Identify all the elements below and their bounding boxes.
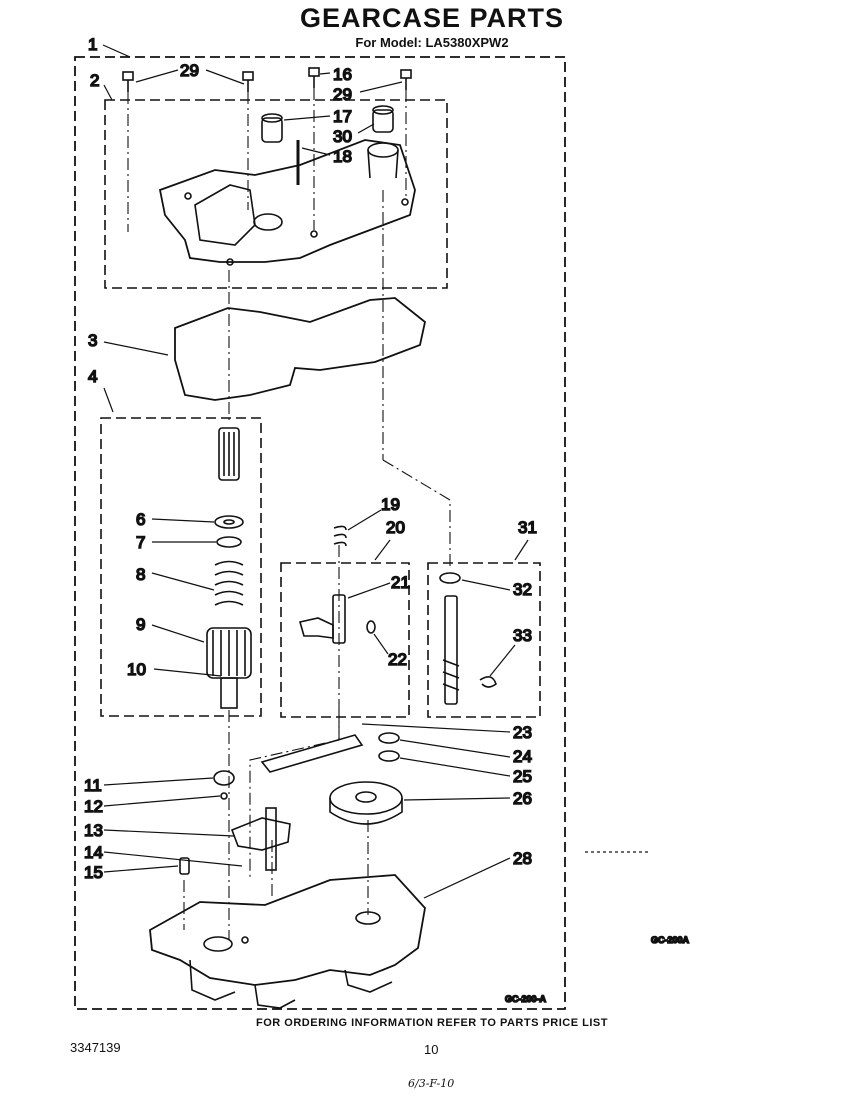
gearcase-base-part (149, 874, 426, 1009)
shifter-parts (298, 525, 376, 644)
callout-label: 15 (84, 863, 103, 882)
gearcase-cover-part (158, 139, 416, 266)
part-number: 3347139 (70, 1040, 121, 1055)
screw-parts (122, 67, 412, 92)
bushing-parts (261, 105, 394, 185)
alignment-lines (127, 88, 451, 940)
callout-label: 19 (381, 495, 400, 514)
model-subtitle: For Model: LA5380XPW2 (355, 35, 509, 50)
callout-label: 4 (88, 367, 97, 386)
pinion-assembly-box-31 (427, 562, 541, 718)
callout-label: 26 (513, 789, 532, 808)
callout-label: 9 (136, 615, 145, 634)
ordering-note: FOR ORDERING INFORMATION REFER TO PARTS … (256, 1017, 608, 1029)
callout-label: 13 (84, 821, 103, 840)
callout-label: 29 (333, 85, 352, 104)
callout-label: 14 (84, 843, 103, 862)
callout-label: 21 (391, 573, 410, 592)
callout-label: 30 (333, 127, 352, 146)
page-title: GEARCASE PARTS (299, 3, 565, 33)
callout-label: 24 (513, 747, 532, 766)
pinion-parts (439, 572, 497, 705)
callout-label: 31 (518, 518, 537, 537)
callout-label: 29 (180, 61, 199, 80)
gasket-part (174, 297, 426, 401)
callout-label: 10 (127, 660, 146, 679)
callout-label: 20 (386, 518, 405, 537)
callout-label: 3 (88, 331, 97, 350)
callout-label: 22 (388, 650, 407, 669)
callout-label: 28 (513, 849, 532, 868)
callout-label: 1 (88, 35, 97, 54)
cover-assembly-box-2 (104, 99, 448, 289)
callout-label: 6 (136, 510, 145, 529)
callout-label: 12 (84, 797, 103, 816)
assembly-frame-1 (74, 56, 566, 1010)
side-code-label: GC-200A (651, 935, 690, 945)
callout-label: 11 (84, 776, 102, 795)
callout-label: 23 (513, 723, 532, 742)
callout-label: 32 (513, 580, 532, 599)
callout-label: 33 (513, 626, 532, 645)
callout-label: 7 (136, 533, 145, 552)
shifter-assembly-box-20 (280, 562, 410, 718)
callout-label: 16 (333, 65, 352, 84)
callout-label: 25 (513, 767, 532, 786)
frame-code-label: GC-200-A (505, 994, 547, 1004)
callout-label: 17 (333, 107, 352, 126)
callout-label: 8 (136, 565, 145, 584)
callout-label: 2 (90, 71, 99, 90)
page-number: 10 (424, 1042, 439, 1057)
leader-lines (102, 44, 650, 899)
shaft-assembly-box-4 (100, 417, 262, 717)
callout-label: 18 (333, 147, 352, 166)
shaft-parts (206, 427, 252, 709)
handwritten-note: 6/3-F-10 (408, 1077, 455, 1090)
lower-gear-parts (179, 732, 403, 875)
